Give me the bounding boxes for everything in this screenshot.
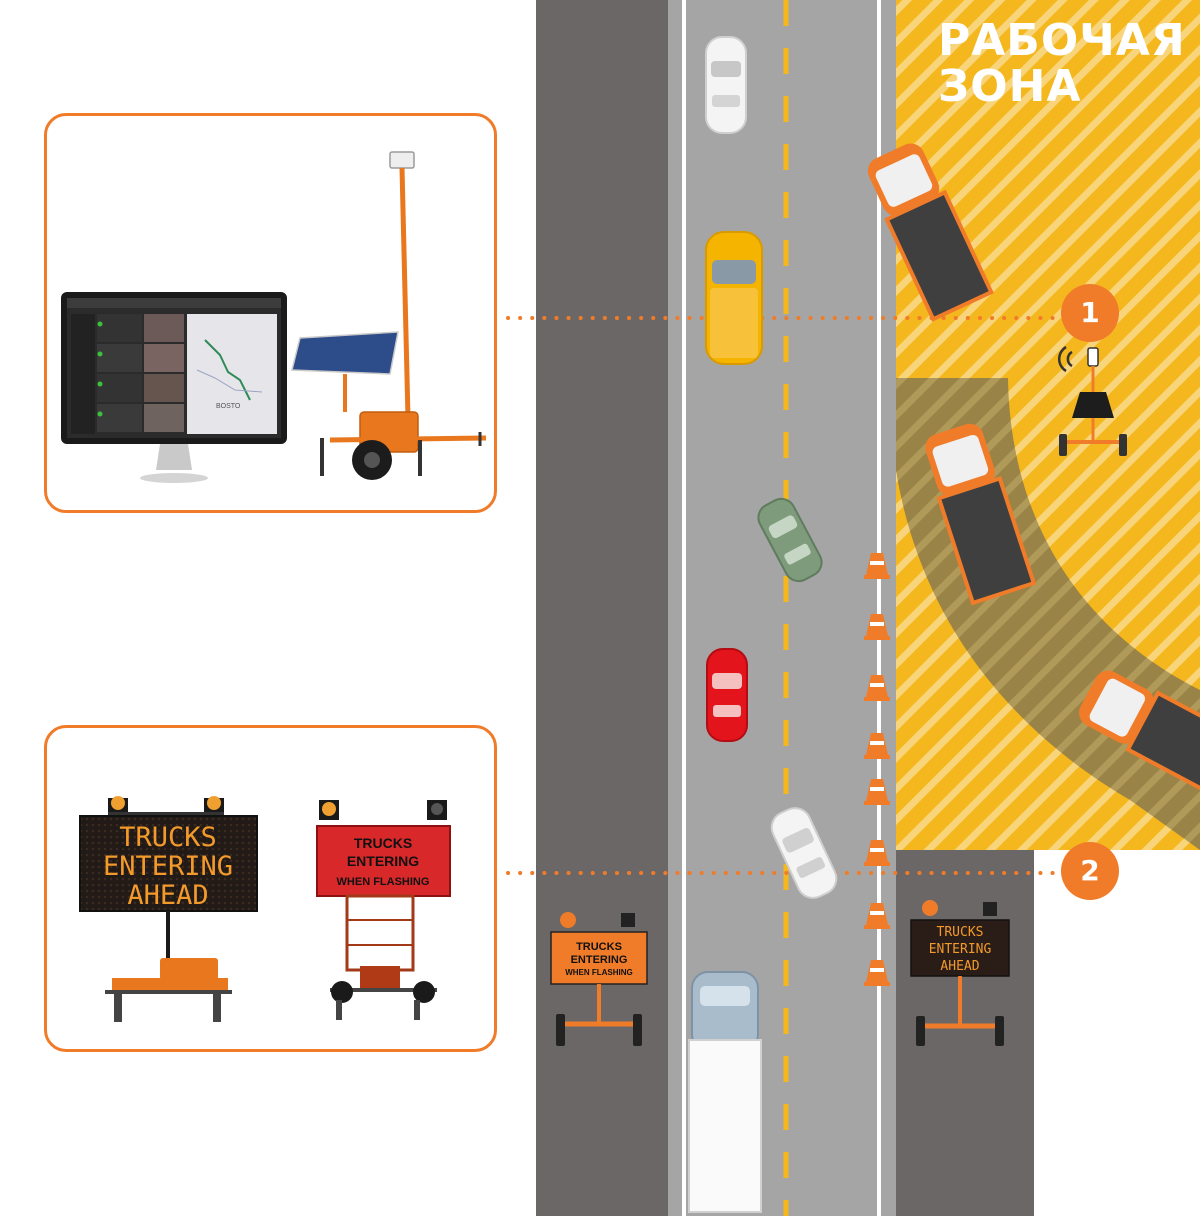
- traffic-cones: [864, 553, 890, 986]
- road-vms-line3: AHEAD: [940, 959, 979, 974]
- cone-icon: [864, 614, 890, 640]
- map-label: BOSTO: [216, 403, 241, 410]
- solar-panel: [291, 331, 399, 375]
- sensor-trailer: [1057, 345, 1127, 456]
- marker-2-badge: 2: [1061, 842, 1119, 900]
- camera-trailer-illustration: [291, 151, 487, 480]
- cone-icon: [864, 675, 890, 701]
- vms-sign-large: TRUCKS ENTERING AHEAD: [79, 796, 258, 1022]
- wireless-signal-icon: [1057, 345, 1073, 373]
- car-red: [706, 648, 748, 742]
- car-yellow: [705, 231, 763, 365]
- box-truck: [688, 971, 762, 1213]
- marker-1-badge: 1: [1061, 284, 1119, 342]
- work-truck-top: [867, 143, 994, 322]
- cone-icon: [864, 733, 890, 759]
- work-zone-title: РАБОЧАЯ ЗОНА: [938, 18, 1186, 110]
- road-static-sign: TRUCKS ENTERING WHEN FLASHING: [550, 912, 648, 1046]
- work-truck-middle: [925, 423, 1037, 606]
- work-zone-title-line1: РАБОЧАЯ: [938, 15, 1186, 66]
- road-vms-sign: TRUCKS ENTERING AHEAD: [910, 900, 1010, 1046]
- cone-icon: [864, 960, 890, 986]
- cone-icon: [864, 903, 890, 929]
- equipment-panel-1: [44, 113, 497, 513]
- road-static-line1: TRUCKS: [576, 941, 622, 953]
- work-truck-bottom: [1079, 670, 1200, 804]
- cone-icon: [864, 553, 890, 579]
- left-shoulder: [536, 0, 668, 1216]
- car-green: [757, 497, 823, 583]
- monitor-illustration: BOSTO: [61, 292, 287, 483]
- road-static-line3: WHEN FLASHING: [565, 968, 633, 977]
- static-large-line3: WHEN FLASHING: [337, 876, 430, 888]
- car-white-top: [705, 36, 747, 134]
- vms-large-line1: TRUCKS: [119, 822, 217, 853]
- road-vms-line1: TRUCKS: [937, 925, 984, 940]
- static-sign-large: TRUCKS ENTERING WHEN FLASHING: [316, 800, 451, 1020]
- work-zone-title-line2: ЗОНА: [938, 61, 1082, 112]
- equipment-panel-2: [44, 725, 497, 1052]
- right-edge-line: [877, 0, 881, 1216]
- static-large-line1: TRUCKS: [354, 835, 412, 851]
- vms-large-line3: AHEAD: [127, 880, 208, 911]
- car-white-bottom: [770, 807, 838, 899]
- cone-icon: [864, 840, 890, 866]
- left-edge-line: [682, 0, 686, 1216]
- monitor-stand: [156, 444, 192, 470]
- vms-large-line2: ENTERING: [103, 851, 233, 882]
- road-vms-line2: ENTERING: [929, 942, 992, 957]
- road-static-line2: ENTERING: [571, 954, 628, 966]
- static-large-line2: ENTERING: [347, 853, 419, 869]
- cone-icon: [864, 779, 890, 805]
